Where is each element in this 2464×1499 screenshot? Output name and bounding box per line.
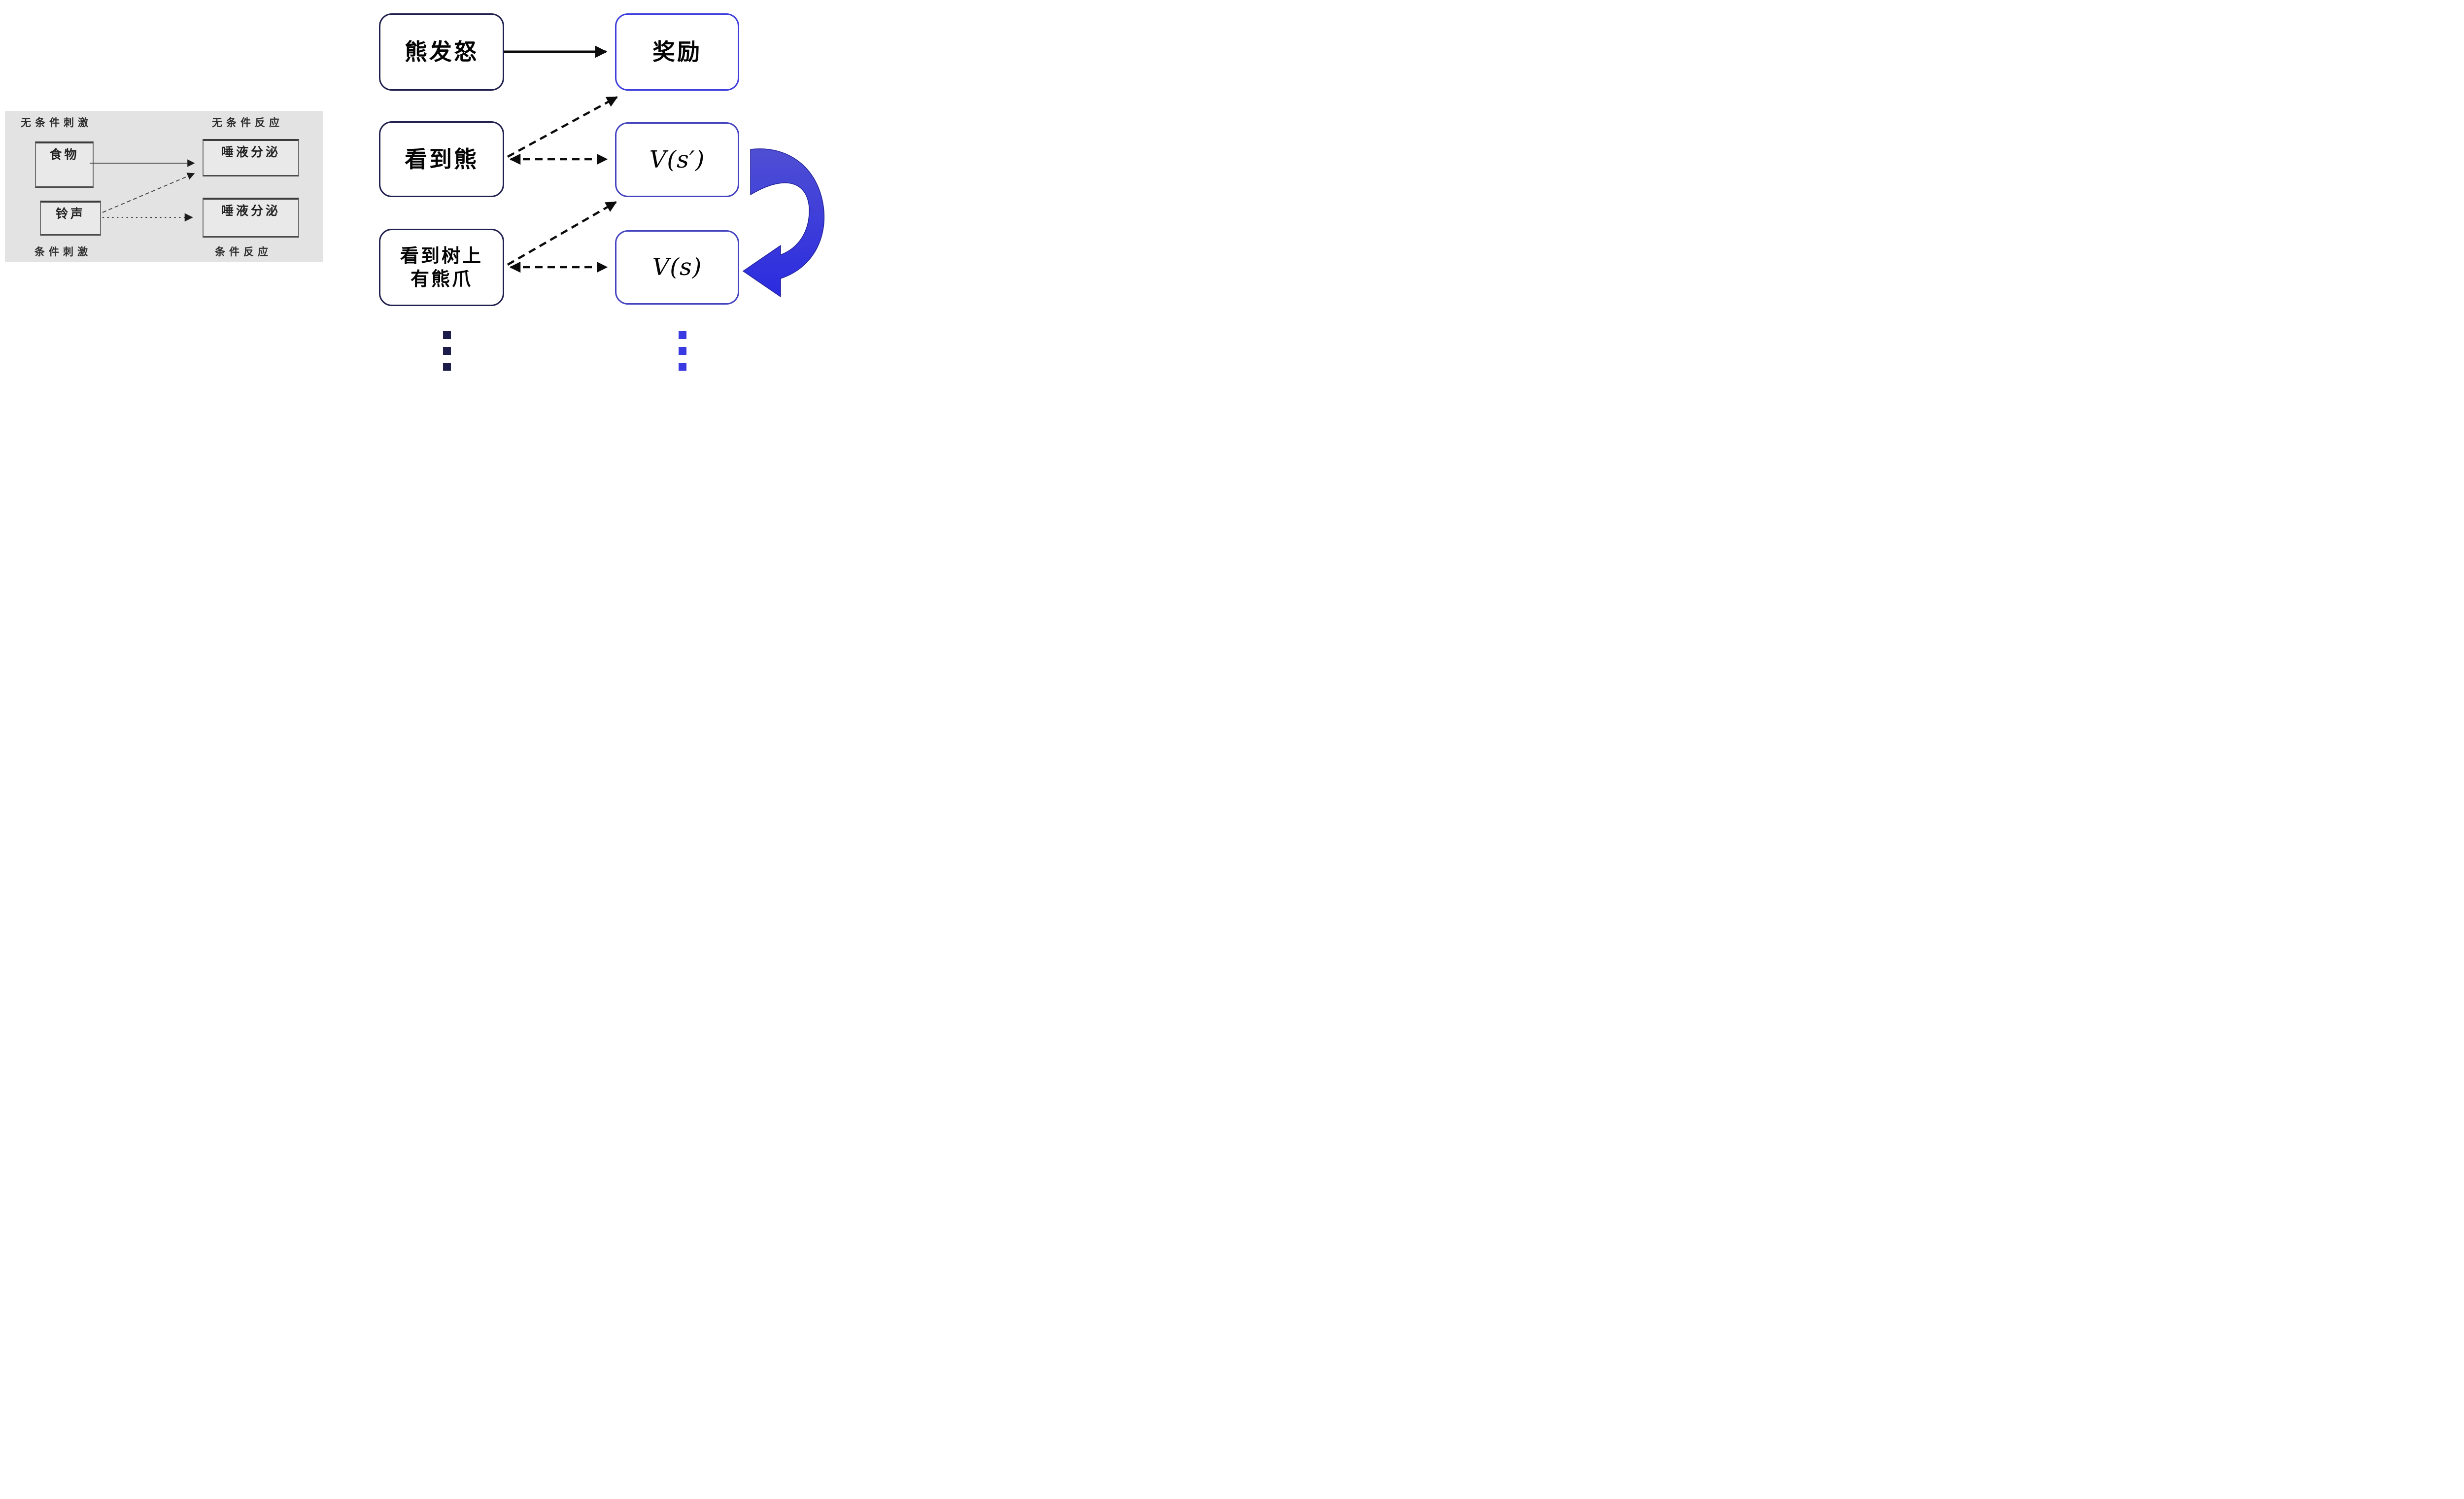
unconditioned-stimulus-label: 无条件刺激 <box>21 117 92 129</box>
see-bear-to-reward-dashed-arrow <box>507 96 618 158</box>
value-next-state-node: V(s′) <box>615 122 739 197</box>
unconditioned-response-label: 无条件反应 <box>212 117 283 129</box>
bear-angry-node: 熊发怒 <box>379 13 504 91</box>
right-column-ellipsis <box>679 331 686 371</box>
value-current-state-node: V(s) <box>615 230 739 305</box>
salivation-top-box: 唾液分泌 <box>203 139 299 176</box>
conditioned-stimulus-label: 条件刺激 <box>34 246 92 258</box>
pavlov-panel: 无条件刺激 无条件反应 条件刺激 条件反应 食物 唾液分泌 铃声 唾液分泌 <box>5 111 323 262</box>
see-bear-node: 看到熊 <box>379 121 504 197</box>
see-bear-claws-line2: 有熊爪 <box>410 268 473 290</box>
see-bear-claws-node: 看到树上 有熊爪 <box>379 229 504 306</box>
conditioned-response-label: 条件反应 <box>215 246 272 258</box>
vnext-to-vcur-loop-arrow <box>742 148 824 298</box>
left-column-ellipsis <box>443 331 451 371</box>
salivation-bottom-box: 唾液分泌 <box>203 198 299 238</box>
see-bear-claws-line1: 看到树上 <box>400 245 483 267</box>
bell-box: 铃声 <box>40 201 101 236</box>
diagram-canvas: 无条件刺激 无条件反应 条件刺激 条件反应 食物 唾液分泌 铃声 唾液分泌 熊发… <box>0 0 827 375</box>
see-claws-to-vnext-dashed-arrow <box>507 201 617 266</box>
food-box: 食物 <box>35 141 94 188</box>
reward-node: 奖励 <box>615 13 739 91</box>
